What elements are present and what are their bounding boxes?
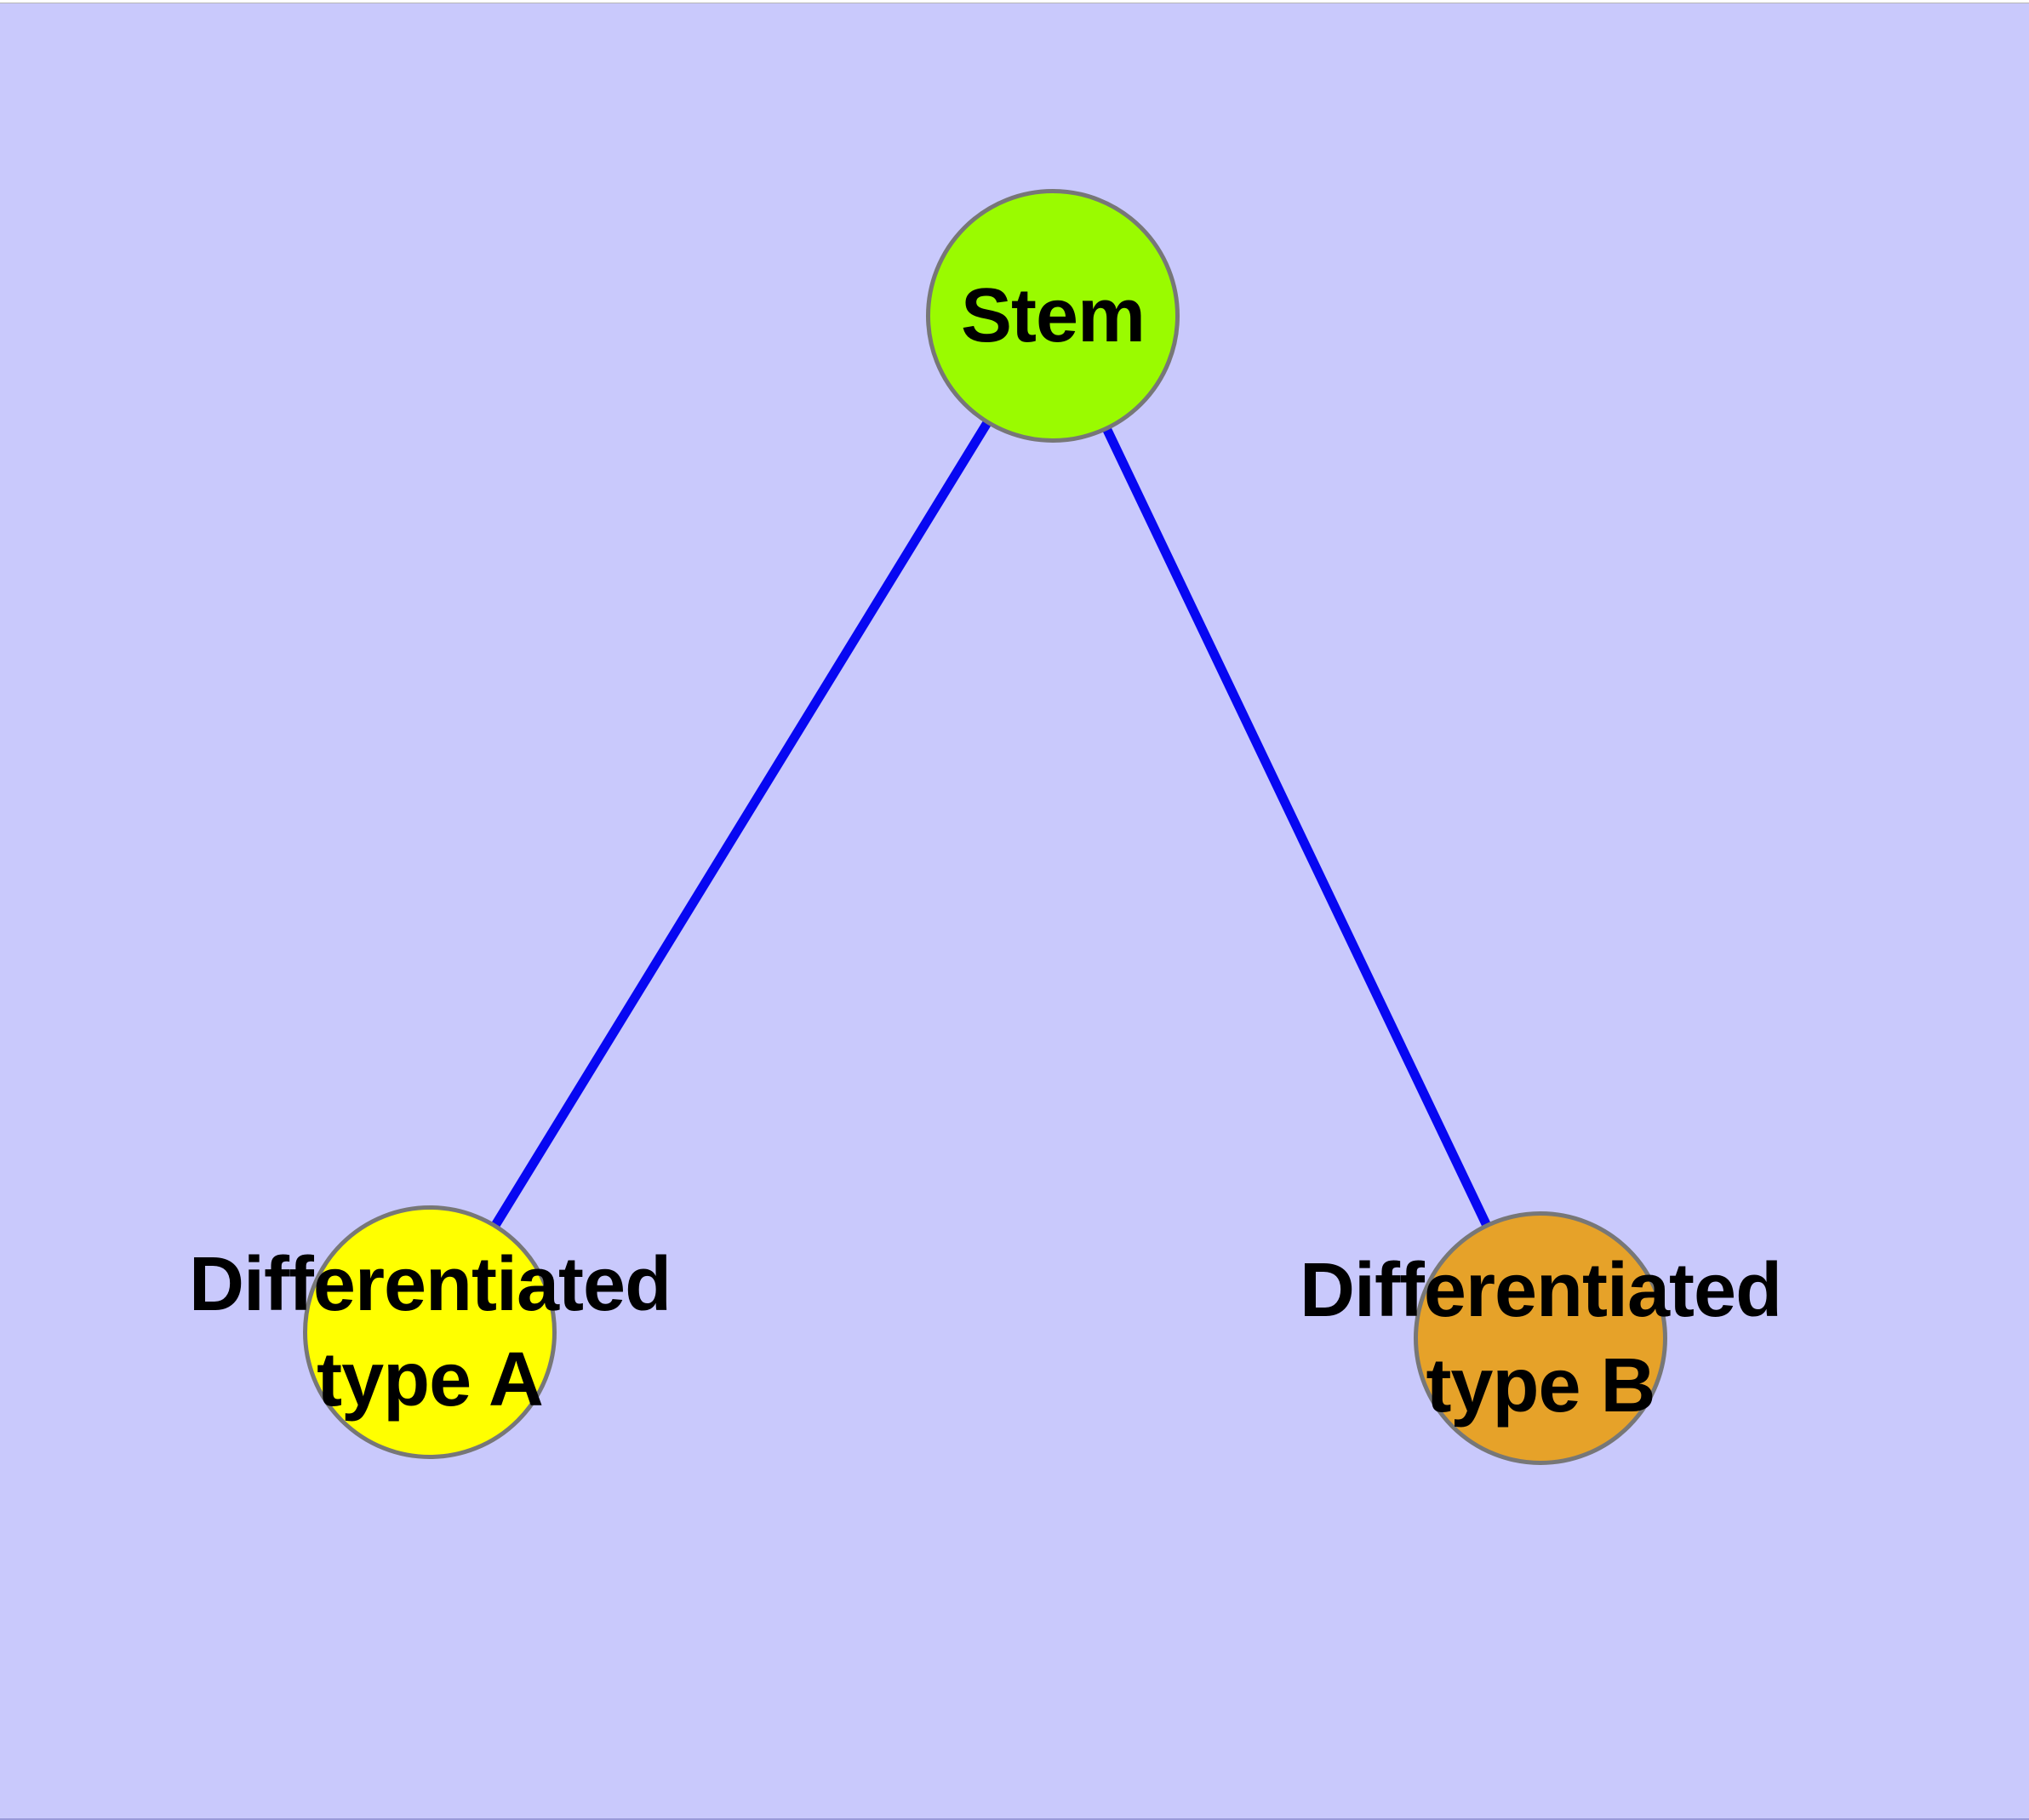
edge-stem-diff-b <box>1049 313 1545 1341</box>
node-diff-a[interactable] <box>303 1205 557 1459</box>
node-diff-b[interactable] <box>1414 1211 1667 1465</box>
edge-stem-diff-a <box>426 313 1057 1335</box>
node-stem[interactable] <box>926 189 1180 443</box>
window-top-edge <box>0 0 2029 3</box>
window-bottom-edge <box>0 1818 2029 1820</box>
